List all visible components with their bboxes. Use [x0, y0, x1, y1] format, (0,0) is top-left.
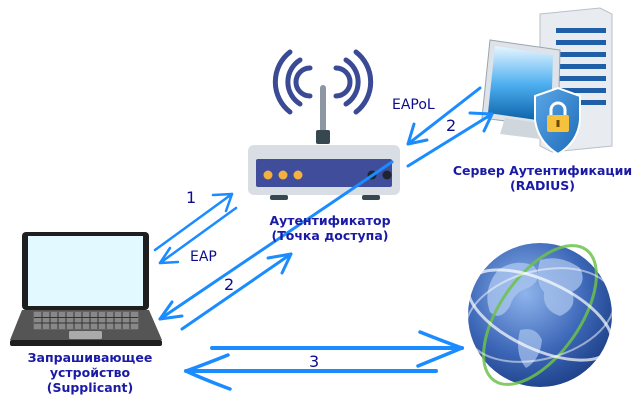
- arrow-step3-to-client: [184, 353, 438, 391]
- step2-client-number: 2: [224, 275, 235, 294]
- lock-icon: [547, 101, 569, 132]
- supplicant-label-line3: (Supplicant): [46, 380, 134, 395]
- supplicant-label-line2: устройство: [49, 365, 131, 380]
- laptop-icon: [10, 232, 162, 346]
- access-point-icon: [248, 49, 400, 200]
- server-label-line1: Сервер Аутентификации: [452, 163, 633, 178]
- eapol-protocol-label: EAPoL: [392, 97, 435, 113]
- authenticator-label: Аутентификатор (Точка доступа): [250, 213, 410, 243]
- eap-protocol-label: EAP: [190, 249, 217, 265]
- server-label: Сервер Аутентификации (RADIUS): [445, 163, 640, 193]
- arrow-step2-to-ap: [180, 252, 293, 331]
- radius-server-icon: [481, 7, 613, 156]
- arrow-step3-to-internet: [210, 330, 464, 368]
- supplicant-label-line1: Запрашивающее: [27, 350, 153, 365]
- step3-number: 3: [309, 352, 320, 371]
- authenticator-label-line2: (Точка доступа): [271, 228, 389, 243]
- server-label-line2: (RADIUS): [510, 178, 575, 193]
- arrow-step2-to-server: [406, 111, 494, 168]
- step1-number: 1: [186, 188, 197, 207]
- arrow-step1-to-client: [158, 206, 238, 265]
- internet-globe-icon: [464, 243, 616, 387]
- step2-server-number: 2: [446, 116, 457, 135]
- wifi-signal-icon: [272, 49, 374, 115]
- supplicant-label: Запрашивающее устройство (Supplicant): [5, 350, 175, 395]
- arrow-step1-to-ap: [153, 192, 234, 252]
- arrow-step2-to-ap-from-server: [406, 86, 482, 146]
- arrow-step2-to-client: [158, 160, 394, 321]
- authenticator-label-line1: Аутентификатор: [269, 213, 391, 228]
